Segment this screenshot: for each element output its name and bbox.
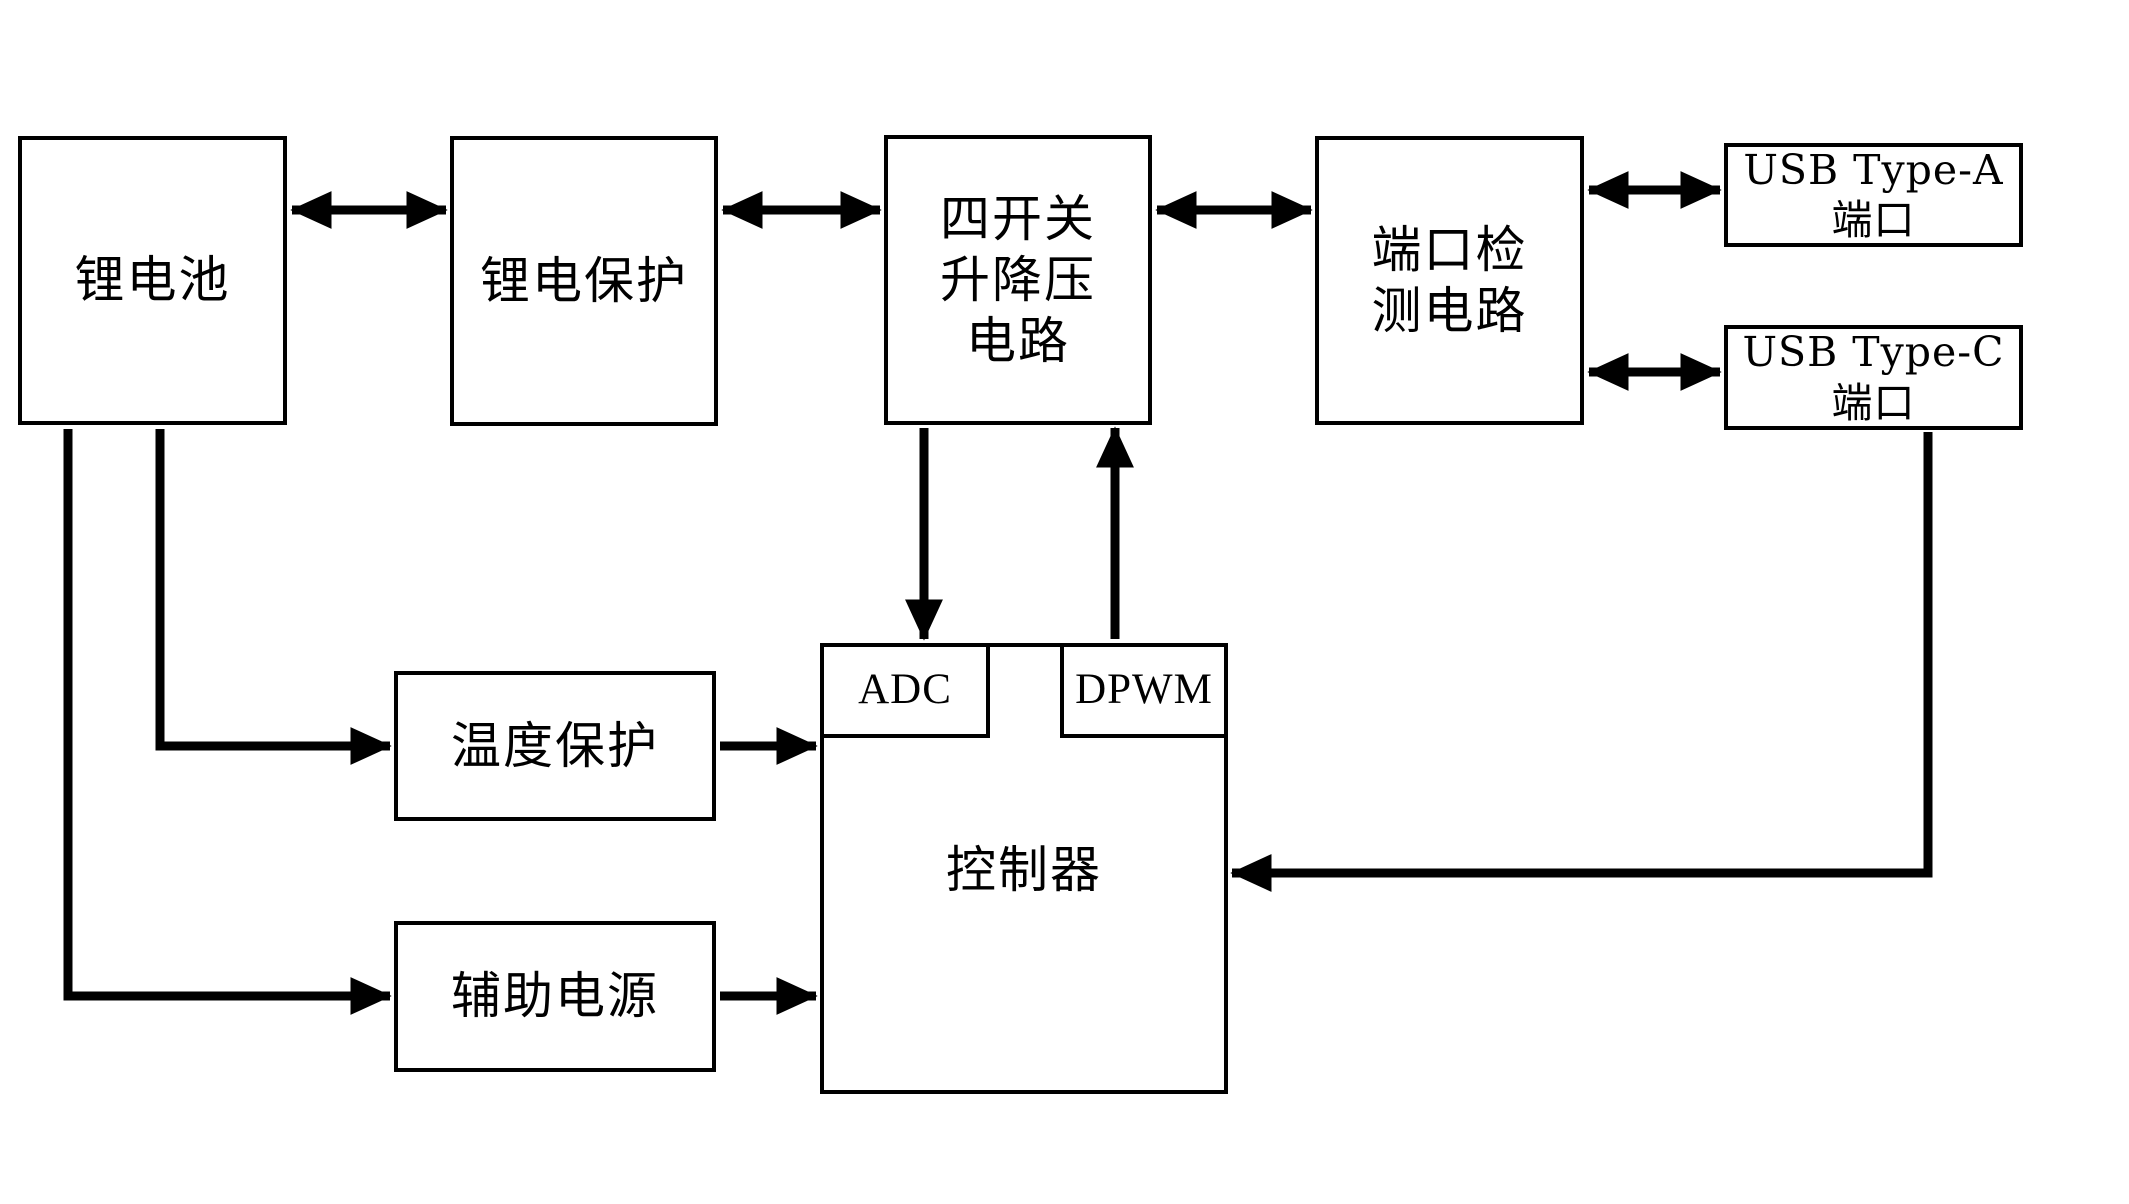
block-auxiliary-power-label: 辅助电源 [451,967,659,1025]
block-port-detection-label: 端口检 测电路 [1371,220,1528,340]
block-port-detection[interactable]: 端口检 测电路 [1315,136,1584,425]
connector-usb-c-controller-feedback [1230,432,1933,893]
block-usb-type-c-port[interactable]: USB Type-C端口 [1724,325,2023,430]
block-auxiliary-power[interactable]: 辅助电源 [394,921,716,1072]
block-adc-label: ADC [858,666,952,714]
connector-battery-aux-power [63,429,392,1016]
block-dpwm-label: DPWM [1075,666,1213,714]
block-adc[interactable]: ADC [820,643,990,738]
block-controller-label: 控制器 [946,840,1102,899]
block-battery-protection-label: 锂电保护 [480,251,688,310]
block-battery-label: 锂电池 [74,251,231,309]
block-controller-label-wrap: 控制器 [820,840,1228,900]
block-four-switch-buck-boost-label: 四开关 升降压 电路 [940,189,1096,370]
block-usb-type-a-port[interactable]: USB Type-A端口 [1724,143,2023,247]
block-battery-protection[interactable]: 锂电保护 [450,136,718,426]
block-dpwm[interactable]: DPWM [1060,643,1228,738]
connector-battery-temp-protect [155,429,392,766]
block-temperature-protection-label: 温度保护 [451,716,659,775]
block-four-switch-buck-boost[interactable]: 四开关 升降压 电路 [884,135,1152,425]
block-battery[interactable]: 锂电池 [18,136,287,425]
block-temperature-protection[interactable]: 温度保护 [394,671,716,821]
block-usb-type-a-port-label: USB Type-A端口 [1743,145,2004,244]
block-usb-type-c-port-label: USB Type-C端口 [1742,328,2005,427]
